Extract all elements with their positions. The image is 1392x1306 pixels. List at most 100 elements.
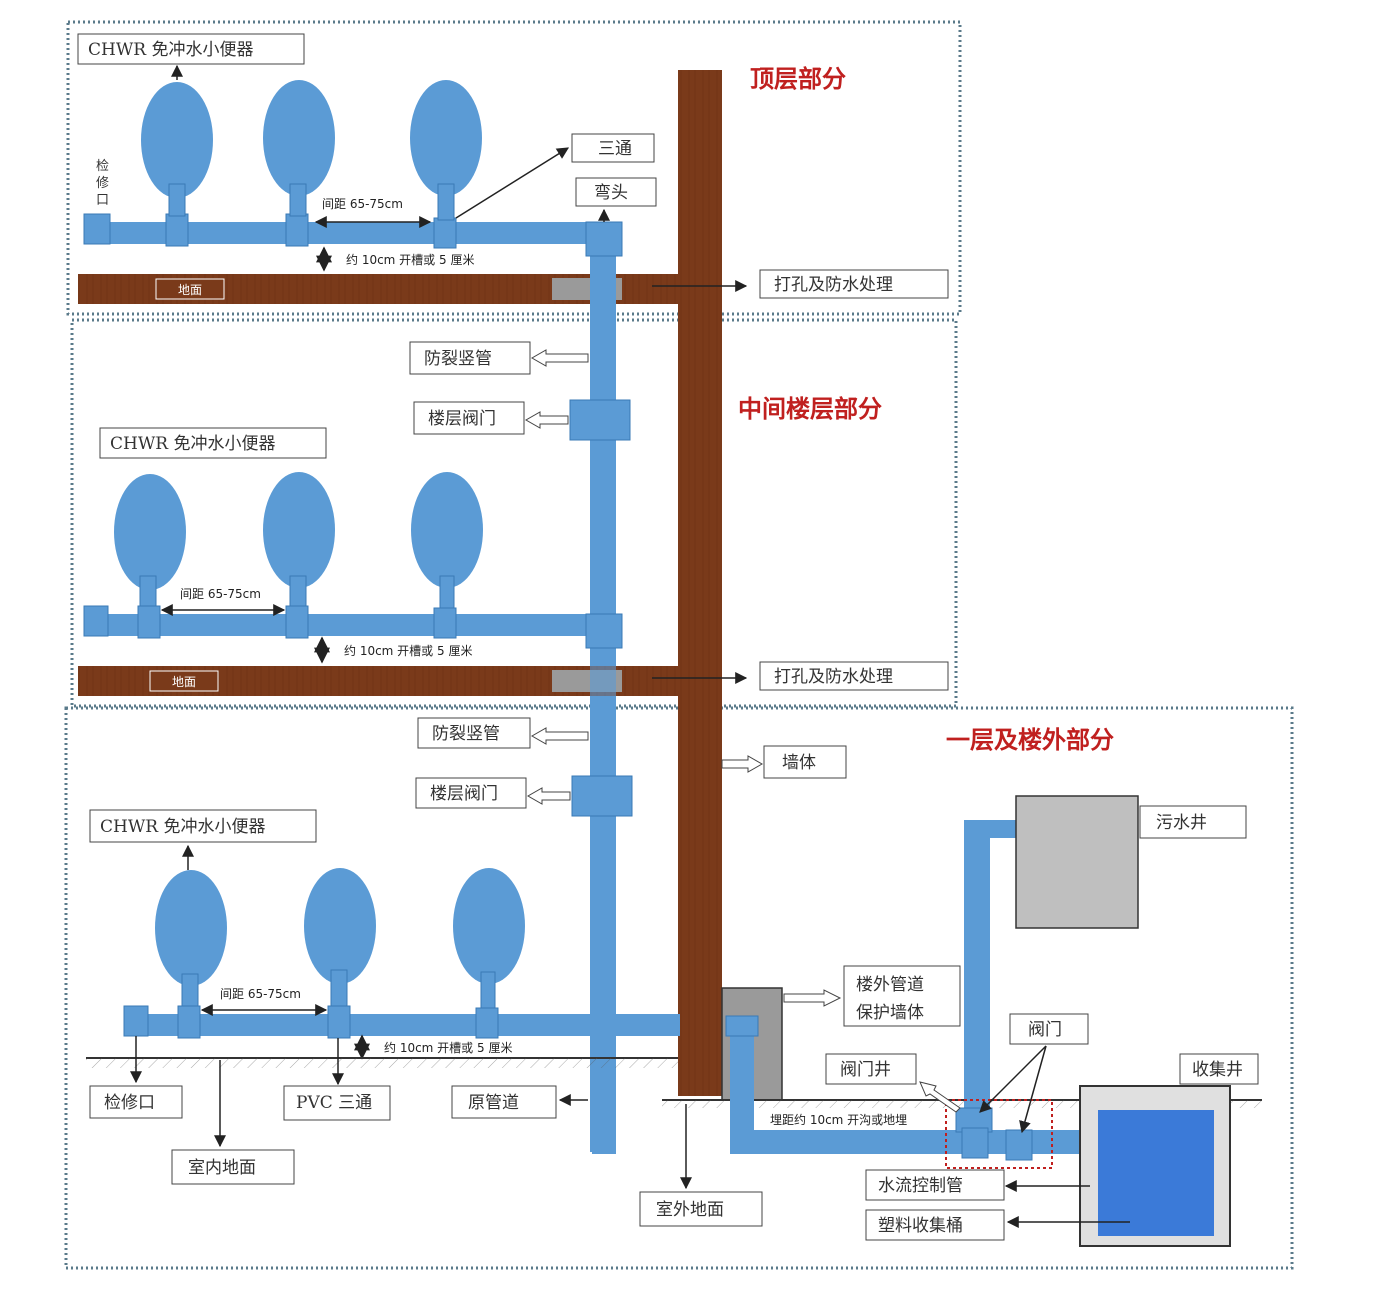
label-elbow-top: 弯头	[594, 183, 628, 203]
middle-section-frame	[70, 318, 958, 708]
urinal-top-1-stem	[168, 183, 186, 217]
label-anti-crack-mid: 防裂竖管	[424, 349, 492, 369]
label-tee-top: 三通	[598, 139, 632, 159]
label-valve-well: 阀门井	[840, 1060, 891, 1080]
label-valve: 阀门	[1028, 1020, 1062, 1040]
valve-3way-lower	[961, 1127, 989, 1159]
branch-pipe-mid	[84, 614, 594, 636]
label-box-urinal-mid	[99, 427, 327, 459]
label-anti-crack-bot: 防裂竖管	[432, 724, 500, 744]
hollow-arrow-floor-valve-bot	[526, 787, 571, 805]
label-box-elbow-top	[575, 177, 657, 207]
tee-top-1	[165, 213, 189, 247]
label-box-pvc-tee	[283, 1085, 391, 1121]
label-box-valve	[1009, 1013, 1089, 1045]
label-spacing-bot: 间距 65-75cm	[220, 987, 301, 1001]
arrow-tee-top	[455, 147, 570, 219]
label-outdoor-slope: 埋距约 10cm 开沟或地埋	[770, 1112, 907, 1127]
label-spacing-mid: 间距 65-75cm	[180, 587, 261, 601]
label-box-wall	[763, 745, 847, 779]
label-box-floor-valve-mid	[413, 401, 525, 435]
label-collect-well: 收集井	[1192, 1060, 1243, 1080]
section-title-top: 顶层部分	[750, 65, 846, 93]
valve-well-frame	[945, 1099, 1053, 1169]
label-box-valve-well	[825, 1053, 917, 1085]
floor-label-box-mid	[149, 670, 219, 692]
end-cap-top	[83, 213, 111, 245]
hollow-arrow-anti-crack-bot	[530, 727, 589, 745]
urinal-mid-2	[263, 472, 335, 588]
label-urinal-bot: CHWR 免冲水小便器	[100, 817, 266, 837]
label-cleanout-vertical-2: 修	[96, 176, 109, 191]
hollow-arrow-anti-crack-mid	[530, 349, 589, 367]
junction-mid	[585, 613, 623, 649]
indoor-ground-hatch	[86, 1058, 678, 1068]
section-title-middle: 中间楼层部分	[738, 395, 882, 423]
hollow-arrow-valve-well	[919, 1081, 961, 1113]
label-box-collect-well	[1179, 1053, 1259, 1085]
tee-bot-1	[177, 1005, 201, 1039]
tee-mid-2	[285, 605, 309, 639]
label-floor-valve-bot: 楼层阀门	[430, 784, 498, 804]
label-box-cleanout-bot	[89, 1085, 183, 1119]
floor-valve-mid	[569, 399, 631, 441]
tee-mid-3	[433, 607, 457, 639]
urinal-top-3	[410, 80, 482, 196]
tee-top-2	[285, 213, 309, 247]
label-box-outdoor-protect	[843, 965, 961, 1027]
label-box-indoor-floor	[171, 1149, 295, 1185]
tee-bot-3	[475, 1007, 499, 1039]
urinal-mid-2-stem	[289, 575, 307, 611]
valve-inline	[1005, 1129, 1033, 1161]
building-wall	[678, 70, 722, 1096]
label-box-urinal-bot	[89, 809, 317, 843]
label-box-anti-crack-bot	[417, 717, 531, 749]
label-height-top: 约 10cm 开槽或 5 厘米	[346, 252, 474, 267]
hollow-arrow-outdoor-protect	[783, 989, 842, 1007]
section-title-ground: 一层及楼外部分	[946, 726, 1114, 754]
label-box-outdoor-floor	[639, 1191, 763, 1227]
label-box-sewage-well	[1139, 805, 1247, 839]
hollow-arrow-wall	[721, 755, 764, 773]
label-wall: 墙体	[782, 753, 816, 773]
urinal-bot-2	[304, 868, 376, 984]
floor-valve-bot	[571, 775, 633, 817]
label-waterproof-mid: 打孔及防水处理	[774, 667, 893, 687]
urinal-top-2-stem	[289, 183, 307, 217]
label-floor-top: 地面	[178, 283, 202, 297]
label-cleanout-vertical-3: 口	[96, 193, 109, 208]
outdoor-ground-hatch	[662, 1100, 1262, 1108]
label-floor-valve-mid: 楼层阀门	[428, 409, 496, 429]
label-box-plastic-barrel	[865, 1209, 1005, 1241]
label-floor-mid: 地面	[172, 675, 196, 689]
urinal-mid-1-stem	[139, 575, 157, 611]
branch-pipe-top	[84, 222, 594, 244]
label-spacing-top: 间距 65-75cm	[322, 197, 403, 211]
sewage-well	[1015, 795, 1139, 929]
riser-over-slab-mid	[590, 660, 616, 700]
label-box-tee-top	[571, 133, 655, 163]
label-cleanout-bot: 检修口	[104, 1093, 155, 1113]
label-height-bot: 约 10cm 开槽或 5 厘米	[384, 1040, 512, 1055]
tee-top-3	[433, 217, 457, 249]
label-indoor-floor: 室内地面	[188, 1158, 256, 1178]
top-section-frame	[66, 20, 962, 316]
urinal-top-2	[263, 80, 335, 196]
hollow-arrow-floor-valve-mid	[524, 411, 569, 429]
tee-bot-2	[327, 1005, 351, 1039]
arrow-valve-1	[979, 1045, 1047, 1113]
label-waterproof-top: 打孔及防水处理	[774, 275, 893, 295]
ground-section-frame	[64, 706, 1294, 1270]
label-box-original-pipe	[451, 1085, 557, 1119]
end-cap-bot	[123, 1005, 149, 1037]
label-box-anti-crack-mid	[409, 341, 531, 375]
label-cleanout-vertical: 检	[96, 159, 109, 174]
label-plastic-barrel: 塑料收集桶	[878, 1216, 963, 1236]
urinal-mid-3	[411, 472, 483, 588]
label-box-waterproof-mid	[759, 661, 949, 691]
urinal-bot-3-stem	[480, 971, 496, 1011]
label-outdoor-protect-line2: 保护墙体	[856, 1003, 924, 1023]
urinal-bot-3	[453, 868, 525, 984]
urinal-bot-1-stem	[181, 973, 199, 1011]
